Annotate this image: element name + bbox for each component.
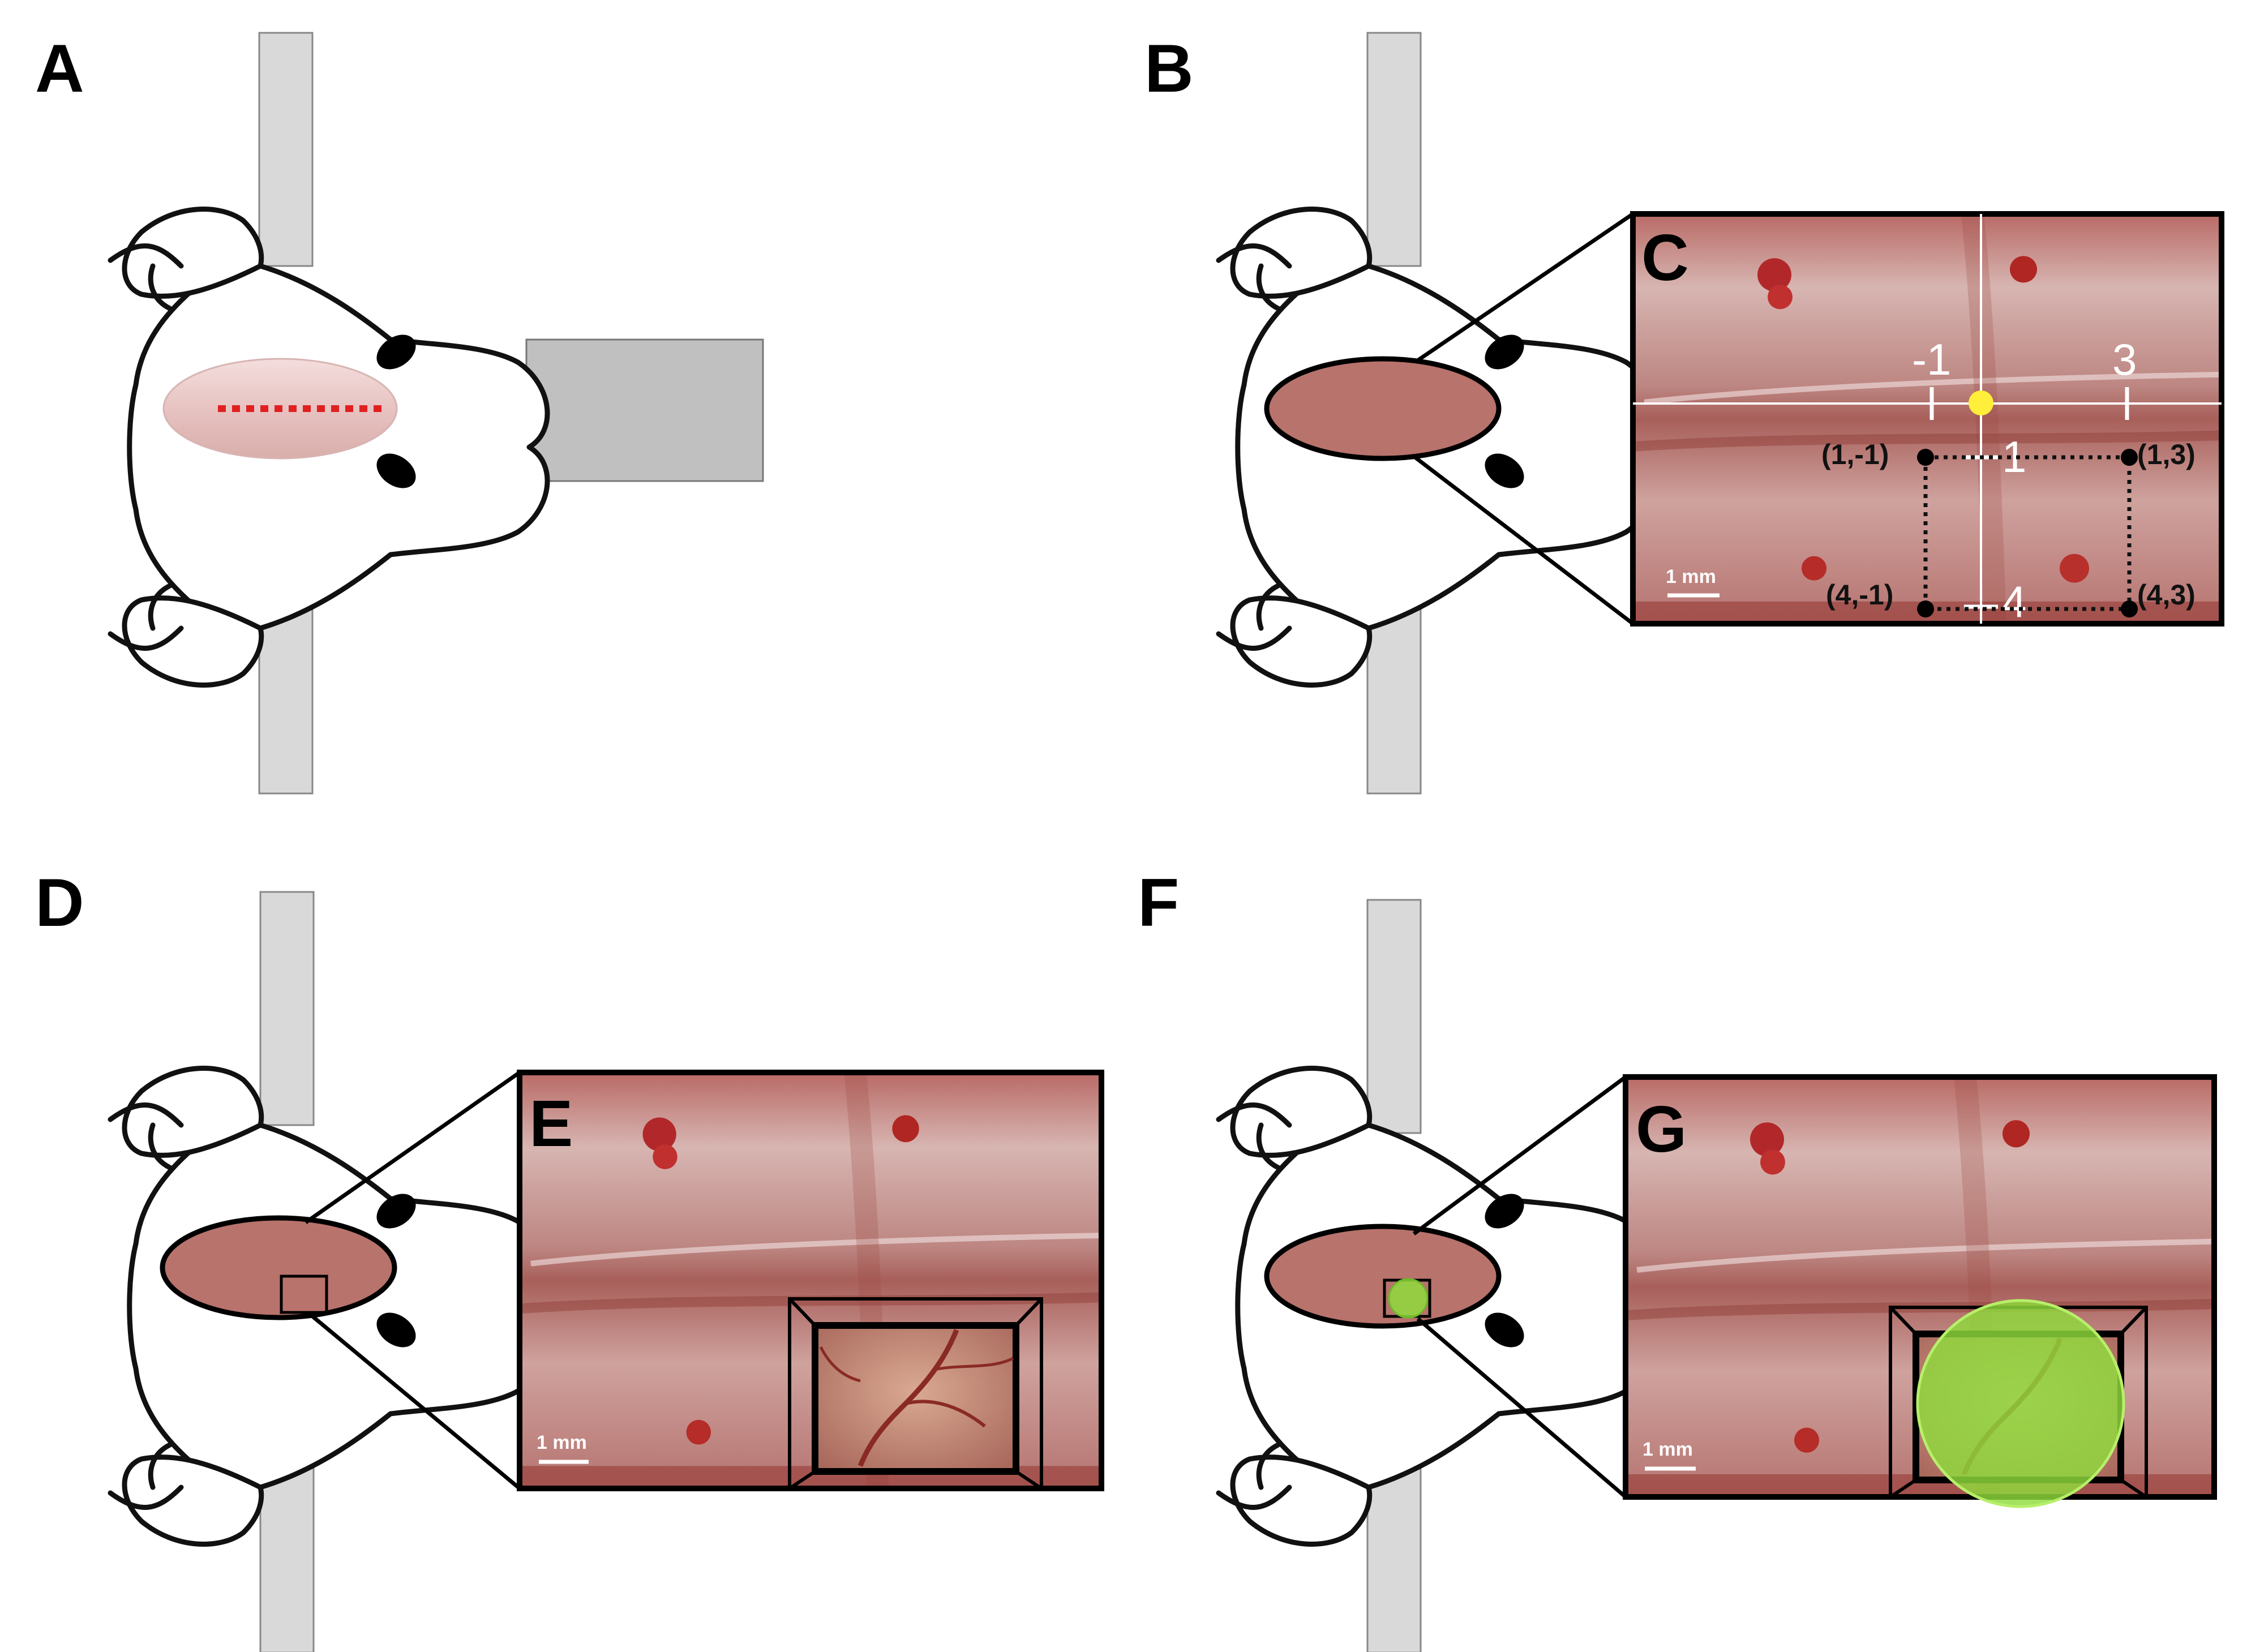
scale-bar-label: 1 mm [1666, 566, 1716, 587]
tick-label-minus1: -1 [1912, 334, 1951, 384]
target-grid [1923, 455, 2132, 611]
panel-label-g: G [1636, 1092, 1687, 1166]
coord-1-3: (1,3) [2137, 439, 2196, 470]
panel-a: A [35, 31, 764, 795]
nose-clamp [525, 338, 764, 482]
panel-label-c: C [1641, 221, 1689, 294]
craniotomy-outline [280, 1275, 328, 1314]
coord-1-minus1: (1,-1) [1821, 439, 1889, 470]
ear-bar-top [1366, 899, 1422, 1134]
craniotomy-marker [1916, 1299, 2125, 1508]
craniotomy-window [812, 1322, 1019, 1475]
ear-bar-top [259, 891, 315, 1126]
panel-d: D [35, 865, 547, 1652]
scale-bar-label: 1 mm [537, 1432, 587, 1453]
panel-label-f: F [1138, 865, 1179, 941]
ear-bar-top [1366, 32, 1422, 267]
bregma-point [1969, 391, 1993, 415]
exposed-skull [1264, 356, 1502, 461]
exposed-skull [1264, 1224, 1502, 1329]
panel-label-a: A [35, 31, 84, 106]
coord-4-minus1: (4,-1) [1826, 579, 1893, 611]
panel-b: B [1144, 31, 1656, 795]
panel-label-d: D [35, 865, 84, 941]
scale-bar-label: 1 mm [1643, 1439, 1693, 1460]
panel-f: F [1138, 865, 1656, 1652]
tick-label-1: 1 [2002, 432, 2026, 482]
panel-c-inset: C -1 3 1 4 (1,-1) (1,3) (4,-1) (4,3) 1 m… [1630, 211, 2224, 627]
tick-label-3: 3 [2112, 334, 2137, 384]
panel-label-e: E [529, 1087, 573, 1160]
craniotomy-marker [1388, 1278, 1429, 1319]
tick-label-4: 4 [2002, 577, 2026, 627]
panel-label-b: B [1144, 31, 1194, 106]
panel-e-inset: E 1 mm [517, 1070, 1104, 1491]
coord-4-3: (4,3) [2137, 579, 2196, 611]
craniotomy-outer [788, 1297, 1043, 1490]
panel-g-inset: G 1 mm [1623, 1074, 2217, 1508]
exposed-skull [160, 1215, 397, 1320]
ear-bar-top [258, 32, 314, 267]
